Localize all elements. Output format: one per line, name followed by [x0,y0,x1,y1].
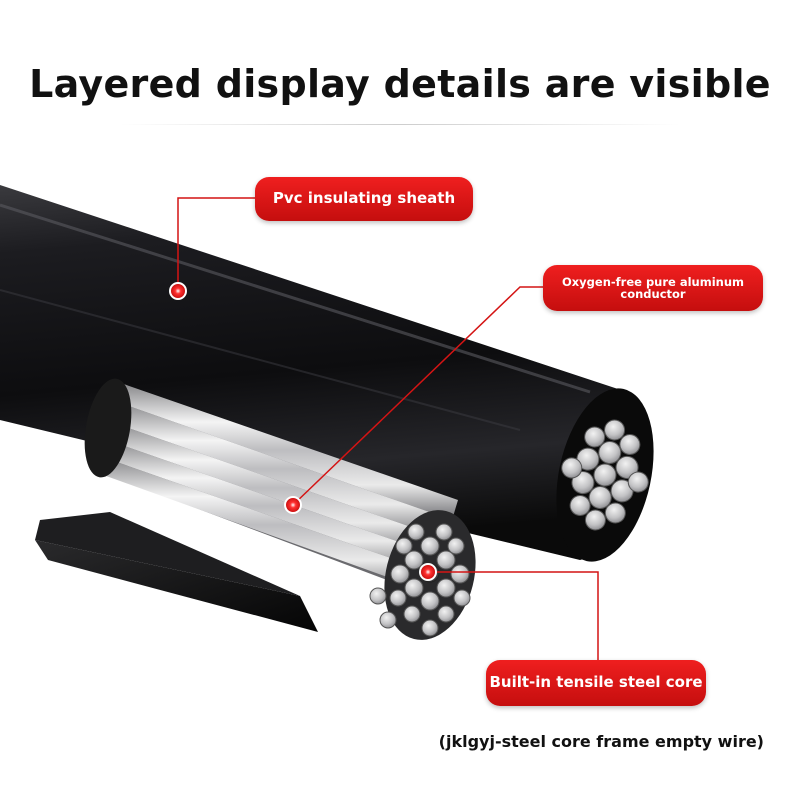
title-divider [120,124,680,125]
product-caption: (jklgyj-steel core frame empty wire) [438,732,764,751]
sheath-leader [177,197,258,290]
conductor-label-line2: conductor [620,287,686,301]
conductor-label-line1: Oxygen-free pure aluminum [561,274,745,289]
sheath-marker [169,282,187,300]
end-face-strands [561,419,649,531]
cable-sheath [0,185,647,560]
page-title: Layered display details are visible [29,62,771,106]
conductor-leader [292,286,546,506]
peeled-sheath-flap [35,540,318,632]
conductor-marker [284,496,302,514]
steel-core-label-text: Built-in tensile steel core [489,673,703,692]
steel-core-label: Built-in tensile steel core [486,660,706,706]
sheath-label: Pvc insulating sheath [255,177,473,221]
aluminum-strands [84,378,458,600]
sheath-label-text: Pvc insulating sheath [272,189,456,208]
steel-marker [419,563,437,581]
conductor-label: Oxygen-free pure aluminum conductor [543,265,763,311]
